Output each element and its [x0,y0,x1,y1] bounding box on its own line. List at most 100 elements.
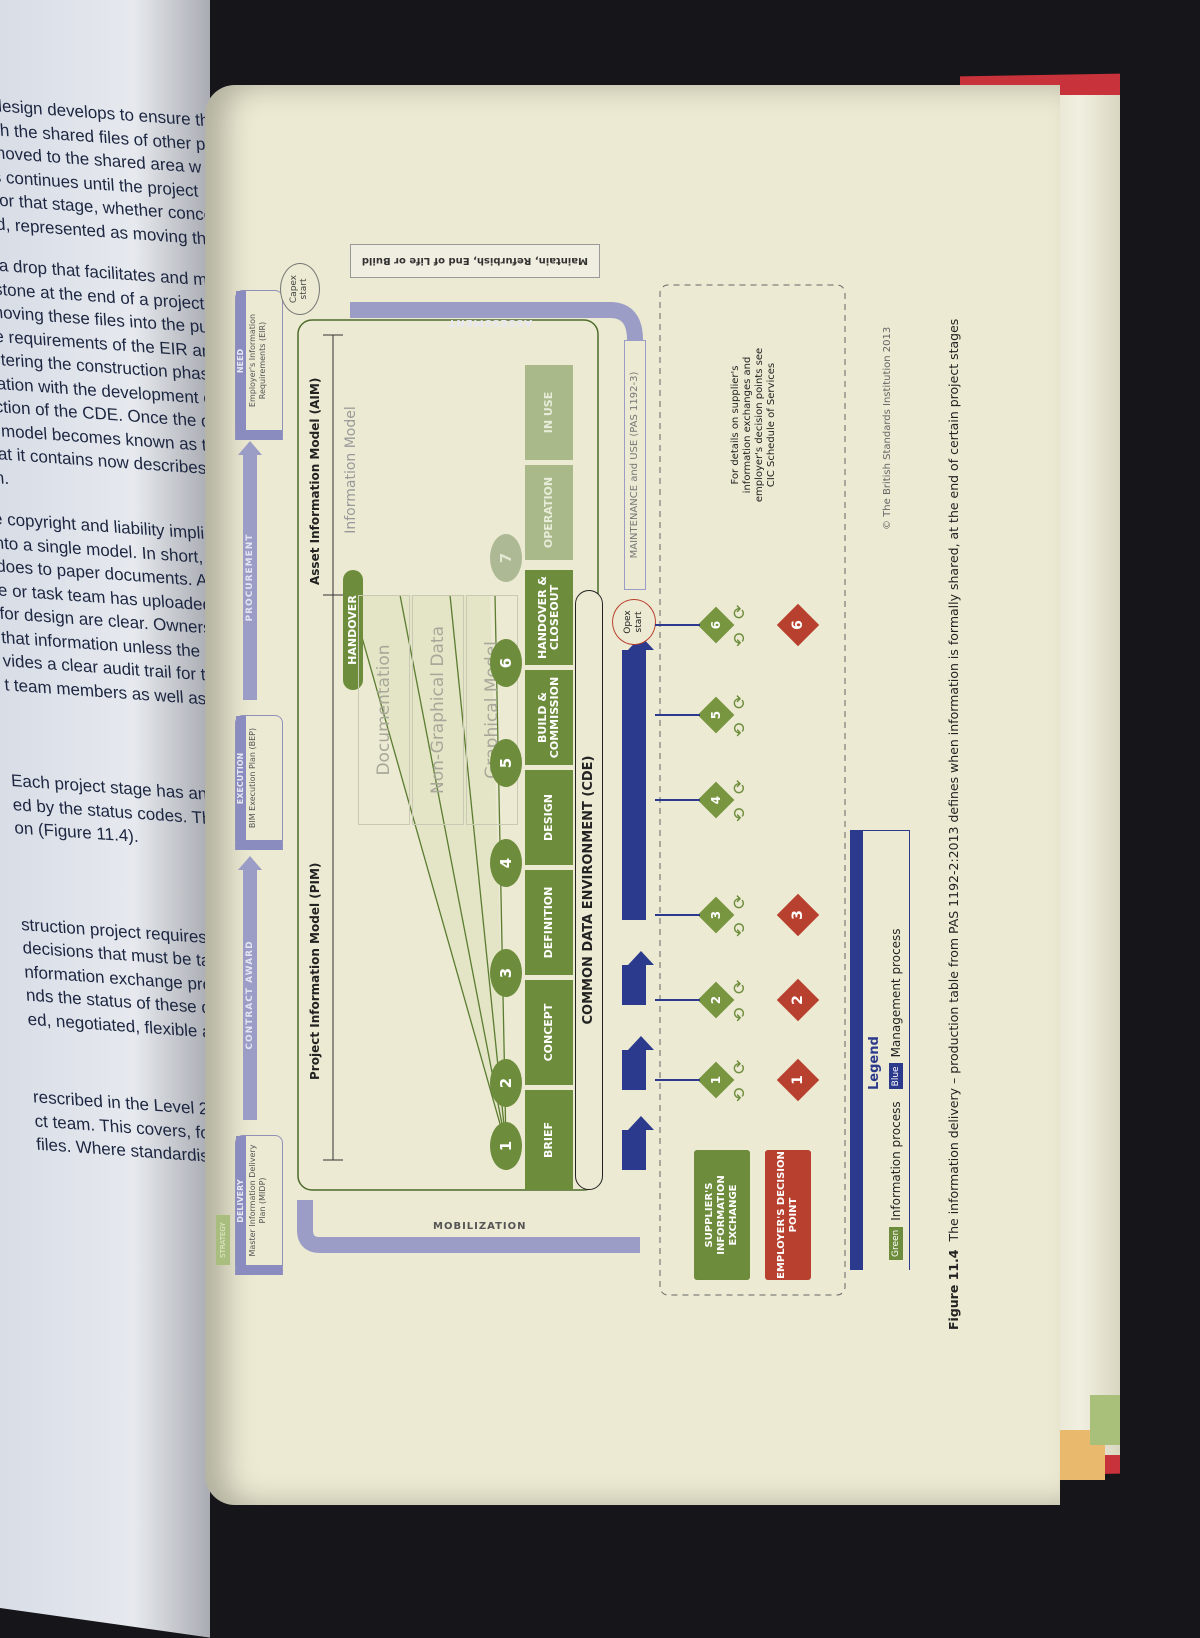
stage-number-oval: 5 [490,739,522,787]
decision-number: 3 [790,910,806,920]
cycle-icon: ⟳ [730,894,750,909]
exchange-diamond: 1 [697,1061,735,1099]
information-model-label: Information Model [343,406,359,534]
cycle-icon: ⟳ [730,979,750,994]
note-text: For details on supplier's information ex… [730,347,777,503]
caption-text: The information delivery – production ta… [946,318,961,1242]
stage-number-oval: 2 [490,1059,522,1107]
stage-number-oval: 3 [490,949,522,997]
legend-green-swatch: Green [889,1226,903,1260]
stage-number-oval: 7 [490,534,522,582]
left-page-text: the design develops to ensure ths with t… [0,92,210,1172]
exchange-diamond: 6 [697,606,735,644]
decision-number: 6 [790,620,806,630]
information-model-row: Non-Graphical Data [412,595,464,825]
green-tab [1090,1395,1120,1445]
exchange-connector-arrow [655,1079,700,1081]
exchange-connector-arrow [655,714,700,716]
supplier-exchange-box: SUPPLIER'S INFORMATION EXCHANGE [694,1150,750,1280]
strategy-label: STRATEGY [216,1215,230,1265]
exchange-number: 4 [709,795,723,805]
blue-arrow-head [628,1036,654,1050]
cycle-icon: ⟳ [730,694,750,709]
legend-blue-swatch: Blue [889,1063,903,1090]
aim-label: Asset Information Model (AIM) [308,377,322,585]
exchange-number: 5 [709,710,723,720]
stage-handover-closeout: HANDOVER & CLOSEOUT [525,570,573,665]
execution-head: EXECUTION [236,716,246,841]
blue-process-arrow [622,1130,646,1170]
decision-diamond: 2 [776,978,820,1022]
information-model-row: Graphical Model [466,595,518,825]
legend: Legend Green Information process Blue Ma… [850,830,910,1270]
stage-operation: OPERATION [525,465,573,560]
copyright-text: © The British Standards Institution 2013 [882,326,893,530]
need-head: NEED [236,291,246,431]
delivery-head: DELIVERY [236,1136,246,1266]
exchange-diamond: 3 [697,896,735,934]
stage-number-oval: 4 [490,839,522,887]
stage-number-oval: 1 [490,1122,522,1170]
exchange-diamond: 2 [697,981,735,1019]
exchange-number: 1 [709,1075,723,1085]
blue-process-arrow [622,965,646,1005]
mobilization-arrow: MOBILIZATION [298,902,312,1232]
stage-number-oval: 6 [490,639,522,687]
blue-process-arrow [622,650,646,920]
stage-build-commission: BUILD & COMMISSION [525,670,573,765]
exchange-number: 6 [709,620,723,630]
employer-decision-box: EMPLOYER'S DECISION POINT [765,1150,811,1280]
assessment-text: ASSESSMENT [447,317,533,328]
stage-design: DESIGN [525,770,573,865]
stage-concept: CONCEPT [525,980,573,1085]
legend-title: Legend [867,1036,882,1090]
stage-in-use: IN USE [525,365,573,460]
need-text: Employer's Information Requirements (EIR… [248,313,267,408]
maintain-box: Maintain, Refurbish, End of Life or Buil… [350,244,600,278]
left-page: the design develops to ensure ths with t… [0,0,210,1638]
exchange-diamond: 5 [697,696,735,734]
cycle-icon: ⟳ [730,779,750,794]
exchange-connector-arrow [655,799,700,801]
exchange-number: 2 [709,995,723,1005]
procurement-arrow: PROCUREMENT [243,455,257,700]
decision-diamond: 6 [776,603,820,647]
cycle-icon: ⟲ [730,807,750,822]
delivery-text: Master Information Delivery Plan (MIDP) [248,1144,267,1257]
caption-label: Figure 11.4 [946,1249,961,1330]
exchange-connector-arrow [655,624,700,626]
decision-number: 2 [790,995,806,1005]
blue-arrow-head [628,951,654,965]
blue-process-arrow [622,1050,646,1090]
cde-label: COMMON DATA ENVIRONMENT (CDE) [575,590,603,1190]
maintenance-use-arrow: MAINTENANCE and USE (PAS 1192-3) [624,340,646,590]
stage-definition: DEFINITION [525,870,573,975]
stage-brief: BRIEF [525,1090,573,1190]
cycle-icon: ⟲ [730,1007,750,1022]
exchange-number: 3 [709,910,723,920]
decision-diamond: 3 [776,893,820,937]
legend-green-label: Information process [889,1101,903,1221]
cycle-icon: ⟲ [730,632,750,647]
cycle-icon: ⟳ [730,1059,750,1074]
exchange-connector-arrow [655,914,700,916]
execution-text: BIM Execution Plan (BEP) [248,727,257,829]
cycle-icon: ⟲ [730,722,750,737]
legend-blue-label: Management process [889,928,903,1058]
cycle-icon: ⟲ [730,922,750,937]
opex-start-circle: Opex start [612,599,656,645]
figure-caption: Figure 11.4 The information delivery – p… [946,270,961,1330]
blue-arrow-head [628,1116,654,1130]
decision-diamond: 1 [776,1058,820,1102]
capex-start-circle: Capex start [280,263,320,315]
cycle-icon: ⟳ [730,604,750,619]
information-model-row: Documentation [358,595,410,825]
exchange-diamond: 4 [697,781,735,819]
cycle-icon: ⟲ [730,1087,750,1102]
mobilization-text: MOBILIZATION [433,1221,527,1232]
decision-number: 1 [790,1075,806,1085]
